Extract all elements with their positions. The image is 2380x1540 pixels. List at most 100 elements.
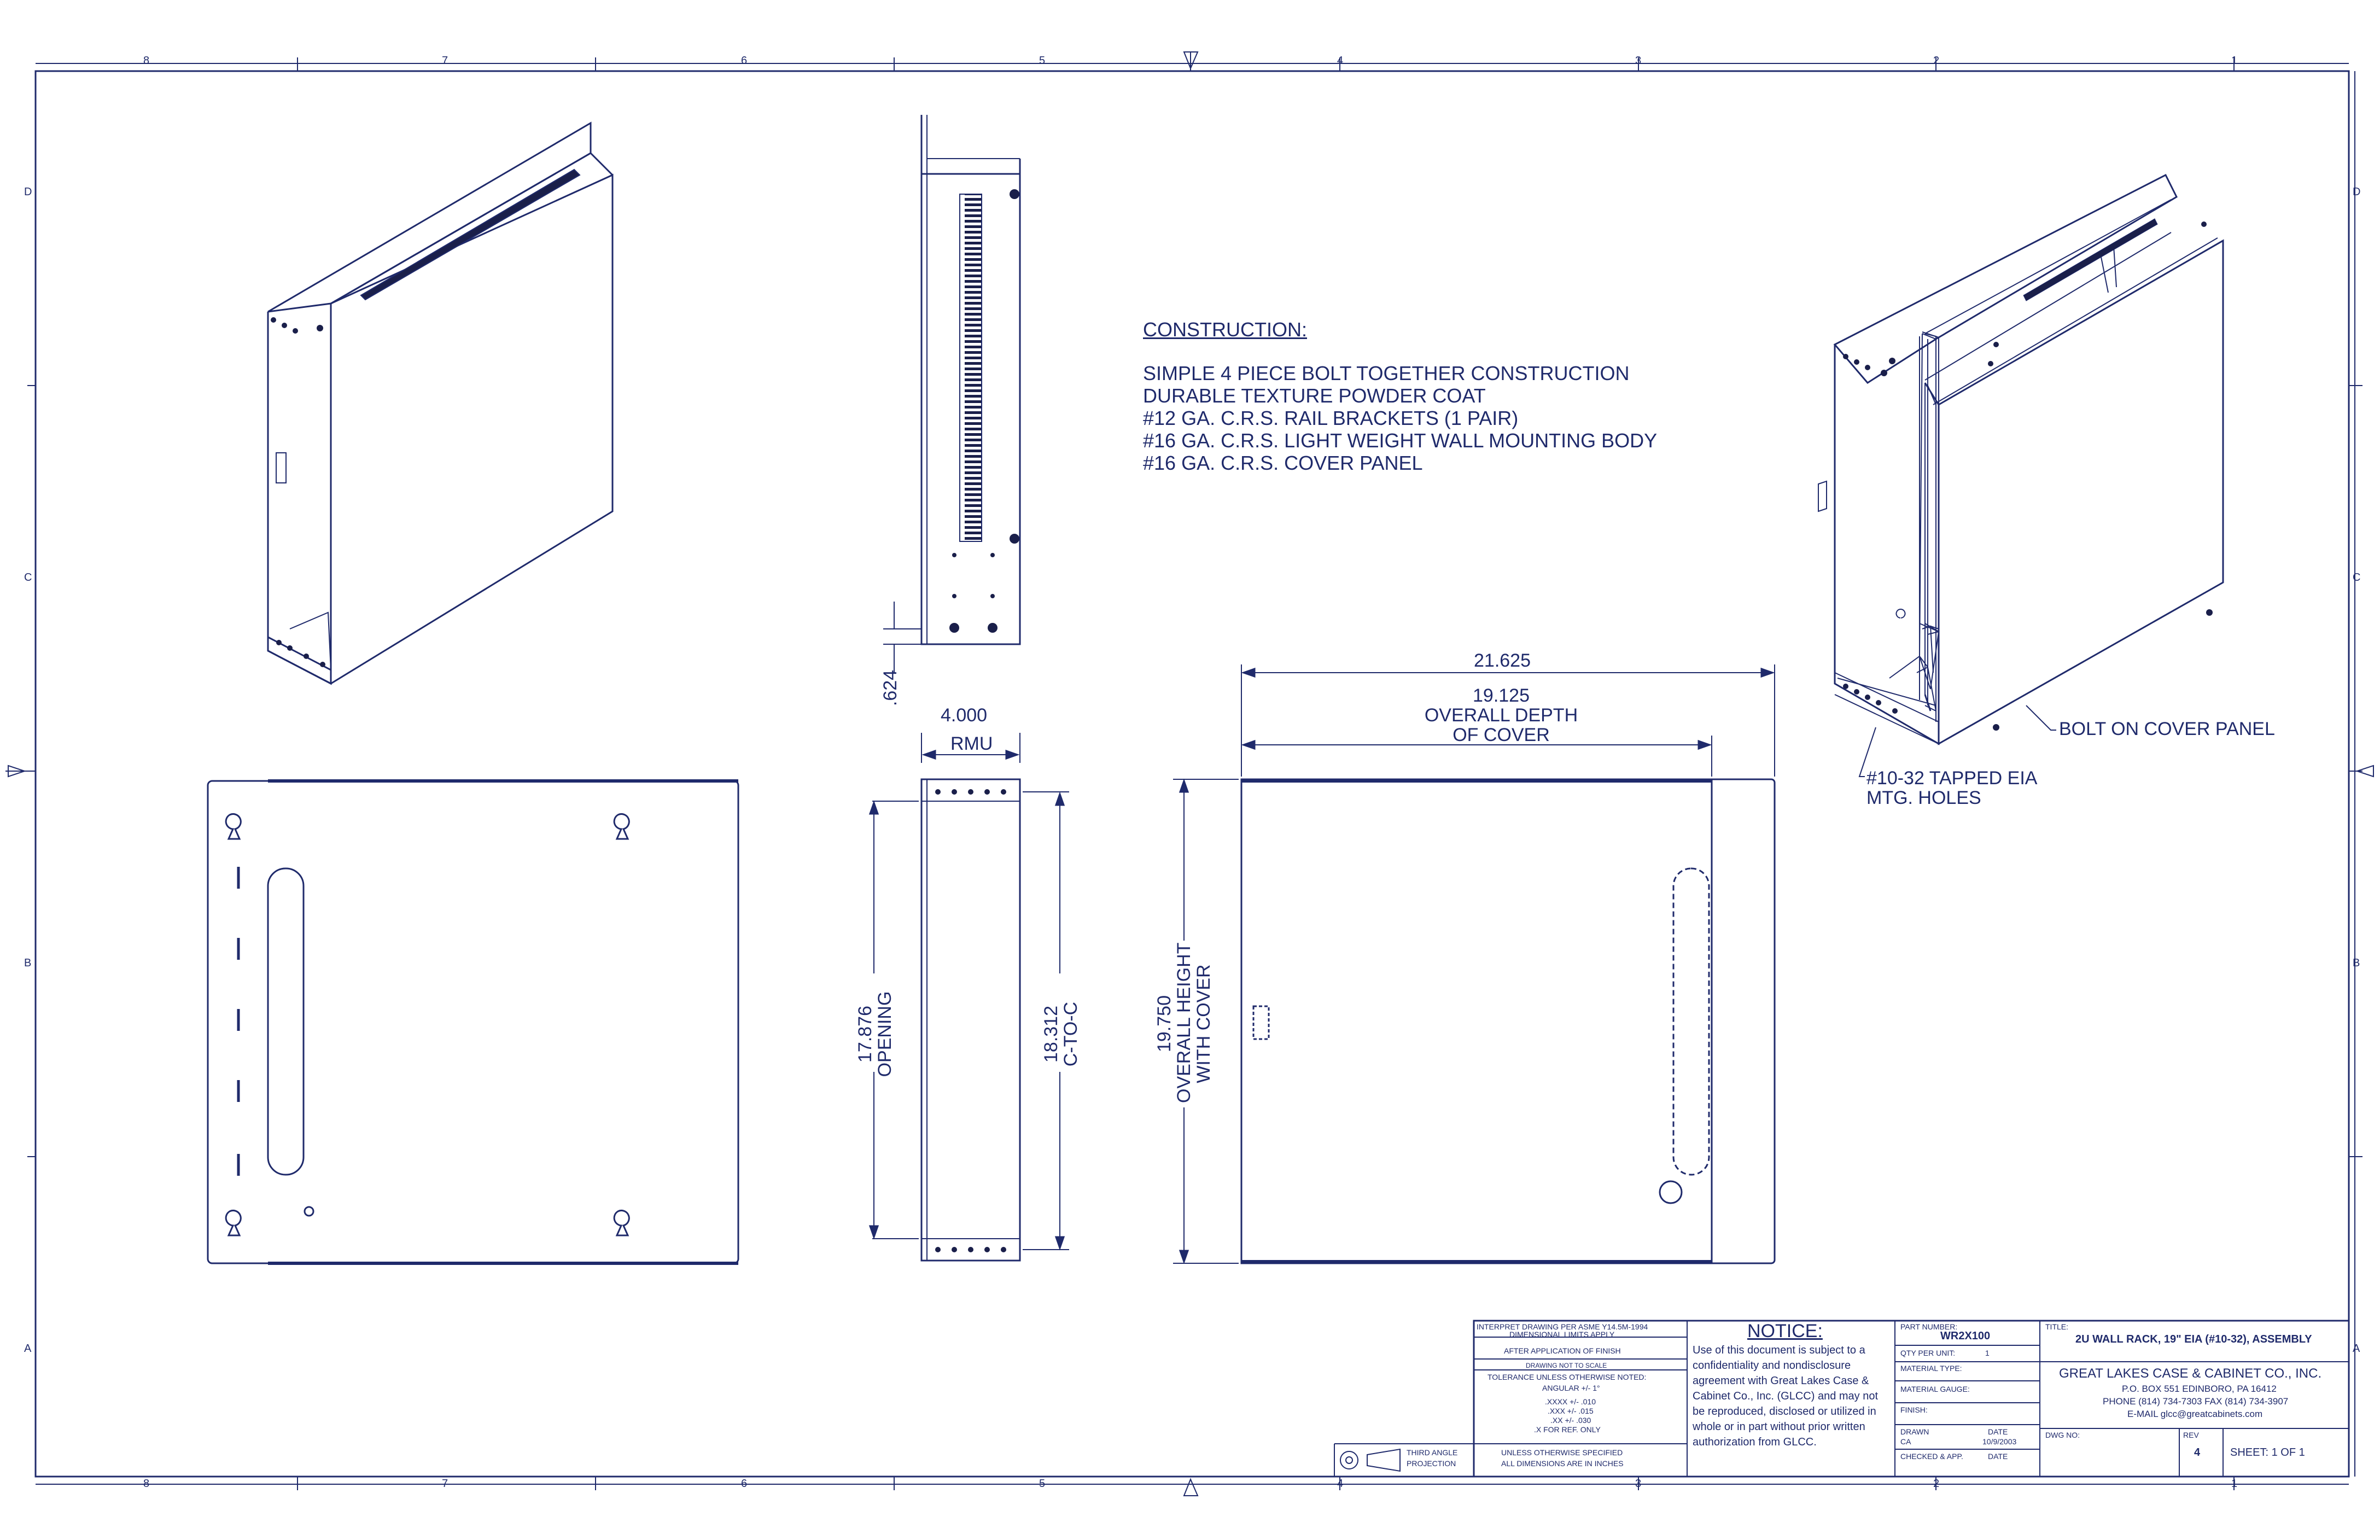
rev-label: REV [2183,1431,2199,1439]
dim-with-cover: WITH COVER [1193,964,1214,1083]
zone-label-3-bottom: 3 [1635,1478,1642,1490]
notice-title: NOTICE: [1747,1321,1823,1341]
tb-third-angle: THIRD ANGLE [1407,1448,1458,1457]
dim-19125-value: 19.125 [1473,685,1530,706]
tb-noscale: DRAWING NOT TO SCALE [1526,1362,1607,1369]
iso-view-left [267,121,614,685]
zone-label-D-right: D [2353,186,2361,198]
zone-label-C-right: C [2353,571,2361,584]
construction-line-5: #16 GA. C.R.S. COVER PANEL [1143,452,1423,474]
callout-tapped-line-2: MTG. HOLES [1866,788,1981,808]
zone-label-C: C [24,571,32,584]
iso-view-right [1818,173,2224,777]
zone-label-5-bottom: 5 [1039,1478,1046,1490]
construction-line-3: #12 GA. C.R.S. RAIL BRACKETS (1 PAIR) [1143,407,1519,429]
dim-overall-height: OVERALL HEIGHT [1174,942,1194,1103]
tb-interpret: INTERPRET DRAWING PER ASME Y14.5M-1994 [1477,1322,1648,1331]
construction-line-2: DURABLE TEXTURE POWDER COAT [1143,384,1486,407]
zone-label-4: 4 [1337,55,1344,67]
narrow-view [868,733,1069,1262]
material-type-label: MATERIAL TYPE: [1900,1364,1962,1373]
tb-tolerance: TOLERANCE UNLESS OTHERWISE NOTED: [1488,1373,1647,1381]
dim-overall-depth: OVERALL DEPTH [1424,705,1578,726]
zone-label-B-right: B [2353,957,2360,969]
drawn-date: 10/9/2003 [1982,1437,2017,1446]
tb-tol4: .XXXX +/- .010 [1545,1397,1596,1406]
zone-label-2-bottom: 2 [1933,1478,1940,1490]
title-block-frame [1334,1320,2350,1478]
dim-opening-label: OPENING [874,991,895,1077]
date-label: DATE [1988,1427,2008,1436]
construction-title: CONSTRUCTION: [1143,318,1307,341]
dim-624: .624 [880,669,901,707]
construction-line-4: #16 GA. C.R.S. LIGHT WEIGHT WALL MOUNTIN… [1143,429,1658,452]
dim-17876-value: 17.876 [855,1006,876,1063]
dwg-no-label: DWG NO: [2045,1431,2080,1439]
tb-afterfinish: AFTER APPLICATION OF FINISH [1504,1346,1621,1355]
plate-view [207,779,739,1265]
material-gauge-label: MATERIAL GAUGE: [1900,1385,1970,1393]
drawing-title: 2U WALL RACK, 19" EIA (#10-32), ASSEMBLY [2075,1333,2312,1345]
dim-4000: 4.000 [941,705,988,726]
sheet-count: SHEET: 1 OF 1 [2230,1446,2305,1459]
zone-label-2: 2 [1933,55,1940,67]
drawn-by: CA [1900,1437,1911,1446]
side-view [883,115,1021,673]
dim-of-cover: OF COVER [1452,725,1550,745]
zone-label-6: 6 [741,55,748,67]
tb-inches: ALL DIMENSIONS ARE IN INCHES [1501,1459,1624,1468]
part-number-value: WR2X100 [1940,1330,1991,1342]
zone-label-A-right: A [2353,1343,2360,1355]
dim-ctoc-label: C-TO-C [1060,1001,1081,1067]
dim-rmu: RMU [950,733,993,754]
rev-value: 4 [2194,1446,2201,1459]
company-phone: PHONE (814) 734-7303 FAX (814) 734-3907 [2103,1396,2289,1407]
qty-value: 1 [1985,1349,1990,1357]
dim-19750-value: 19.750 [1154,995,1175,1052]
company-address: P.O. BOX 551 EDINBORO, PA 16412 [2122,1384,2277,1394]
dim-18312-value: 18.312 [1041,1006,1061,1063]
zone-label-B: B [24,957,32,969]
company-email: E-MAIL glcc@greatcabinets.com [2127,1409,2263,1419]
construction-line-1: SIMPLE 4 PIECE BOLT TOGETHER CONSTRUCTIO… [1143,362,1630,384]
title-label: TITLE: [2045,1322,2069,1331]
tb-projection: PROJECTION [1407,1459,1456,1468]
part-number-label: PART NUMBER: [1900,1322,1958,1331]
drawn-label: DRAWN [1900,1427,1929,1436]
callout-tapped-line-1: #10-32 TAPPED EIA [1866,768,2038,789]
qty-label: QTY PER UNIT: [1900,1349,1956,1357]
zone-label-A: A [24,1343,32,1355]
outer-border [34,70,2350,1478]
notice-body: Use of this document is subject to a con… [1693,1344,1879,1448]
date-label-2: DATE [1988,1452,2008,1461]
zone-label-5: 5 [1039,55,1046,67]
center-marks [5,51,2374,1496]
zone-label-7: 7 [442,55,448,67]
tb-unless: UNLESS OTHERWISE SPECIFIED [1501,1448,1623,1457]
zone-label-8: 8 [143,55,150,67]
tb-tol1: .X FOR REF. ONLY [1534,1425,1601,1434]
zone-label-8-bottom: 8 [143,1478,150,1490]
callout-bolt-on-cover: BOLT ON COVER PANEL [2059,719,2275,739]
cover-view [1173,664,1776,1264]
zone-label-1: 1 [2231,55,2238,67]
tb-tol2: .XX +/- .030 [1550,1416,1591,1425]
finish-label: FINISH: [1900,1405,1928,1414]
company-name: GREAT LAKES CASE & CABINET CO., INC. [2059,1366,2322,1381]
dim-21625: 21.625 [1474,650,1531,671]
zone-label-1-bottom: 1 [2231,1478,2238,1490]
tb-tol3: .XXX +/- .015 [1548,1407,1594,1415]
zone-label-7-bottom: 7 [442,1478,448,1490]
tb-dimlimits: DIMENSIONAL LIMITS APPLY [1509,1330,1615,1339]
zone-label-3: 3 [1635,55,1642,67]
zone-label-6-bottom: 6 [741,1478,748,1490]
tb-angular: ANGULAR +/- 1° [1542,1384,1600,1392]
checked-label: CHECKED & APP. [1900,1452,1963,1461]
zone-label-4-bottom: 4 [1337,1478,1344,1490]
